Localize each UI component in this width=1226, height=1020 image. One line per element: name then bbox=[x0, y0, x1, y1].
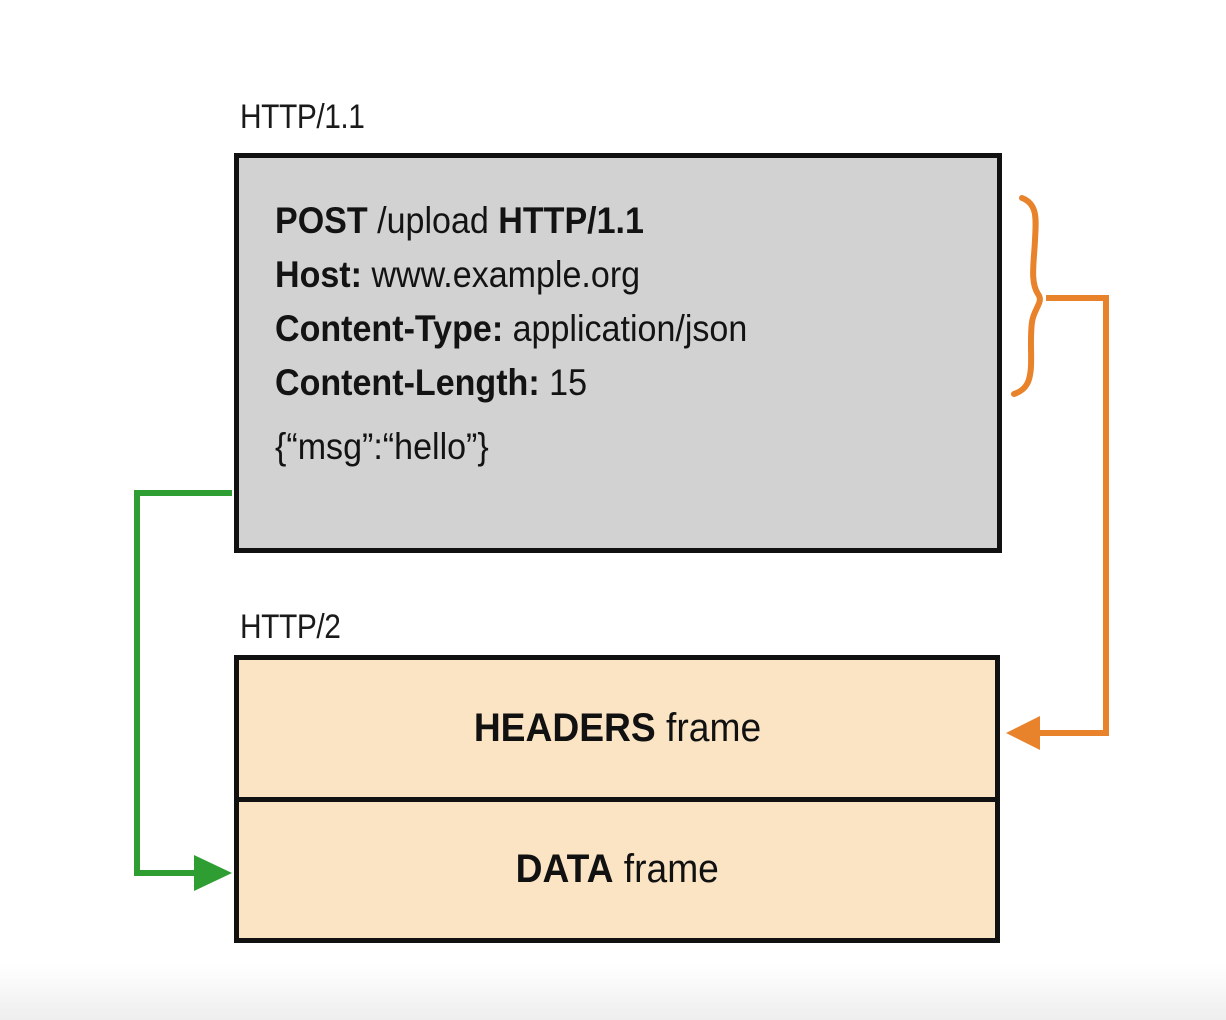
header-host: Host: www.example.org bbox=[275, 248, 930, 302]
header-content-length: Content-Length: 15 bbox=[275, 356, 930, 410]
headers-frame-label: HEADERS frame bbox=[473, 706, 760, 751]
http2-section-label: HTTP/2 bbox=[240, 608, 341, 646]
headers-arrowhead-icon bbox=[1006, 716, 1040, 750]
body-arrowhead-icon bbox=[194, 855, 232, 891]
data-frame-name: DATA bbox=[515, 847, 614, 892]
request-version: HTTP/1.1 bbox=[498, 200, 644, 241]
headers-frame-cell: HEADERS frame bbox=[239, 660, 995, 802]
header-content-type: Content-Type: application/json bbox=[275, 302, 930, 356]
data-frame-cell: DATA frame bbox=[239, 801, 995, 938]
headers-brace-icon bbox=[1011, 195, 1043, 397]
request-path: /upload bbox=[367, 200, 499, 241]
header-host-value: www.example.org bbox=[361, 254, 641, 295]
header-content-length-value: 15 bbox=[539, 362, 588, 403]
bottom-gradient-strip bbox=[0, 962, 1226, 1020]
header-content-type-name: Content-Type: bbox=[275, 308, 504, 349]
http2-frames-box: HEADERS frame DATA frame bbox=[234, 655, 1000, 943]
http11-message-box: POST /upload HTTP/1.1 Host: www.example.… bbox=[234, 153, 1002, 553]
http11-header-lines: POST /upload HTTP/1.1 Host: www.example.… bbox=[275, 194, 987, 410]
headers-connector-line bbox=[1022, 295, 1109, 736]
header-content-type-value: application/json bbox=[503, 308, 748, 349]
http11-section-label: HTTP/1.1 bbox=[240, 98, 365, 136]
header-host-name: Host: bbox=[275, 254, 362, 295]
header-content-length-name: Content-Length: bbox=[275, 362, 540, 403]
headers-frame-name: HEADERS bbox=[473, 705, 656, 750]
request-line: POST /upload HTTP/1.1 bbox=[275, 194, 930, 248]
headers-frame-suffix: frame bbox=[655, 705, 761, 750]
data-frame-label: DATA frame bbox=[515, 847, 718, 892]
data-frame-suffix: frame bbox=[613, 847, 719, 892]
body-connector-line bbox=[134, 490, 232, 876]
http11-message-body: {“msg”:“hello”} bbox=[275, 426, 489, 467]
request-method: POST bbox=[275, 200, 368, 241]
